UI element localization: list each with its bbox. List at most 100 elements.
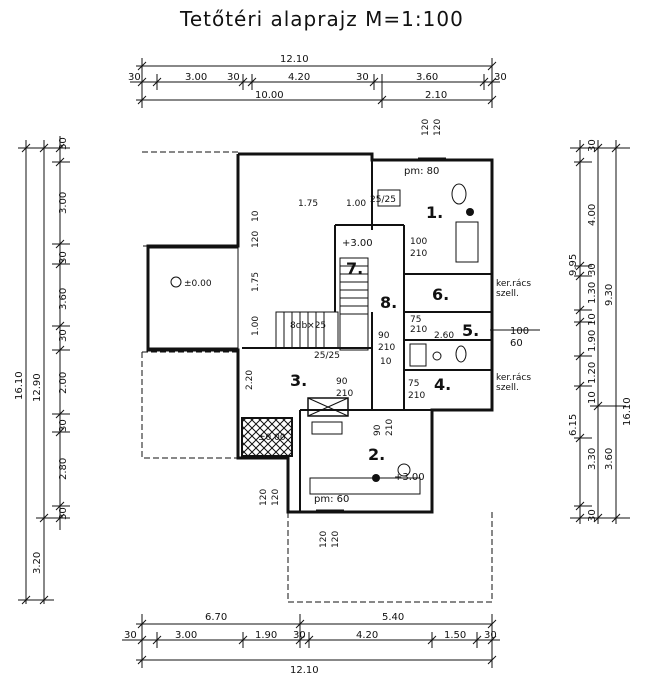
bottom-dimensions [122, 614, 500, 668]
room-8-label: 8. [380, 293, 397, 312]
dim-top-7: 30 [494, 72, 507, 83]
dim-top-sub-2: 2.10 [425, 90, 447, 101]
bathtub [377, 189, 401, 207]
door-90c: 90 [373, 424, 383, 436]
dim-120-top: 120 [421, 119, 431, 136]
grille-2-line-1: ker.rács [496, 373, 531, 383]
dim-left-4: 3.60 [58, 288, 69, 310]
room-2-label: 2. [368, 445, 385, 464]
dim-left-low: 3.20 [32, 552, 43, 574]
dim-top-1: 30 [128, 72, 141, 83]
dim-10: 10 [251, 210, 261, 222]
dim-100: 1.00 [346, 199, 366, 209]
door-210e: 210 [408, 391, 425, 401]
shower-bath [455, 221, 479, 263]
dim-right-3: 30 [587, 263, 598, 276]
dim-220: 2.20 [245, 370, 255, 390]
dim-right-top: 9.95 [568, 254, 579, 276]
dim-top-5: 30 [356, 72, 369, 83]
dim-top-4: 4.20 [288, 72, 310, 83]
built-in-wardrobe [309, 477, 421, 495]
room-5-label: 5. [462, 321, 479, 340]
bed-pillow [311, 421, 343, 435]
door-210c: 210 [410, 325, 427, 335]
dim-bottom-7: 30 [484, 630, 497, 641]
dim-left-2: 3.00 [58, 192, 69, 214]
level-left: ±0.00 [184, 279, 212, 289]
pm-bottom: pm: 60 [314, 494, 349, 505]
dim-left-1: 30 [58, 137, 69, 150]
dim-left-mid: 12.90 [32, 373, 43, 402]
drain-icon [466, 208, 474, 216]
level-vent: ±0.00 [258, 433, 286, 443]
room-7-label: 7. [346, 259, 363, 278]
dim-right-6: 1.90 [587, 330, 598, 352]
dim-25-25b: 25/25 [314, 351, 340, 361]
pm-top: pm: 80 [404, 166, 439, 177]
dim-right-9: 3.30 [587, 448, 598, 470]
grille-2-line-2: szell. [496, 383, 519, 393]
dim-left-6: 2.00 [58, 372, 69, 394]
dim-10b: 10 [380, 357, 392, 367]
dim-120-top2: 120 [433, 119, 443, 136]
dim-bottom-1: 30 [124, 630, 137, 641]
dim-top-2: 3.00 [185, 72, 207, 83]
dim-right-10: 3.60 [604, 448, 615, 470]
level-stair: +3.00 [342, 238, 373, 249]
dim-175b: 1.75 [251, 272, 261, 292]
room-3-label: 3. [290, 371, 307, 390]
window-60: 60 [510, 338, 523, 349]
dim-left-7: 30 [58, 419, 69, 432]
door-90b: 90 [336, 377, 348, 387]
dim-top-overall: 12.10 [280, 54, 309, 65]
door-210: 210 [410, 249, 427, 259]
dim-right-mid: 9.30 [604, 284, 615, 306]
stairs-label: 8db×25 [290, 321, 326, 331]
door-75: 75 [410, 315, 421, 325]
door-100: 100 [410, 237, 427, 247]
door-210f: 210 [385, 419, 395, 436]
dim-right-11: 30 [587, 509, 598, 522]
washbasin-icon [409, 343, 427, 367]
level-room2: +3.00 [394, 472, 425, 483]
dim-bottom-3: 1.90 [255, 630, 277, 641]
dim-120-d: 120 [331, 531, 341, 548]
dim-bottom-2: 3.00 [175, 630, 197, 641]
dim-top-6: 3.60 [416, 72, 438, 83]
dim-120: 120 [251, 231, 261, 248]
ventilation-shaft [241, 417, 293, 457]
toilet-icon-2 [455, 345, 467, 363]
dim-right-2: 4.00 [587, 204, 598, 226]
door-210b: 210 [378, 343, 395, 353]
dim-bottom-6: 1.50 [444, 630, 466, 641]
dim-120-c: 120 [319, 531, 329, 548]
room-1-label: 1. [426, 203, 443, 222]
terrace-left [147, 247, 239, 349]
grille-1-line-1: ker.rács [496, 279, 531, 289]
dim-260: 2.60 [434, 331, 454, 341]
dim-left-outer: 16.10 [14, 371, 25, 400]
dim-100b: 1.00 [251, 316, 261, 336]
plan-title: Tetőtéri alaprajz M=1:100 [179, 7, 464, 31]
door-90: 90 [378, 331, 390, 341]
level-marker-icon [170, 276, 182, 288]
top-dimensions [130, 58, 500, 108]
dim-top-3: 30 [227, 72, 240, 83]
dim-bottom-4: 30 [293, 630, 306, 641]
grille-1-line-2: szell. [496, 289, 519, 299]
dim-right-5: 10 [587, 313, 598, 326]
dim-right-4: 1.30 [587, 282, 598, 304]
dim-right-1: 30 [587, 139, 598, 152]
room-4-label: 4. [434, 375, 451, 394]
dim-left-8: 2.80 [58, 458, 69, 480]
dim-175: 1.75 [298, 199, 318, 209]
staircase [275, 257, 369, 351]
right-dimensions [570, 140, 630, 524]
left-dimensions [18, 136, 70, 605]
light-icon [372, 474, 380, 482]
door-210d: 210 [336, 389, 353, 399]
dim-top-sub-1: 10.00 [255, 90, 284, 101]
dim-left-9: 30 [58, 507, 69, 520]
dim-right-8: 10 [587, 391, 598, 404]
dim-bottom-5: 4.20 [356, 630, 378, 641]
